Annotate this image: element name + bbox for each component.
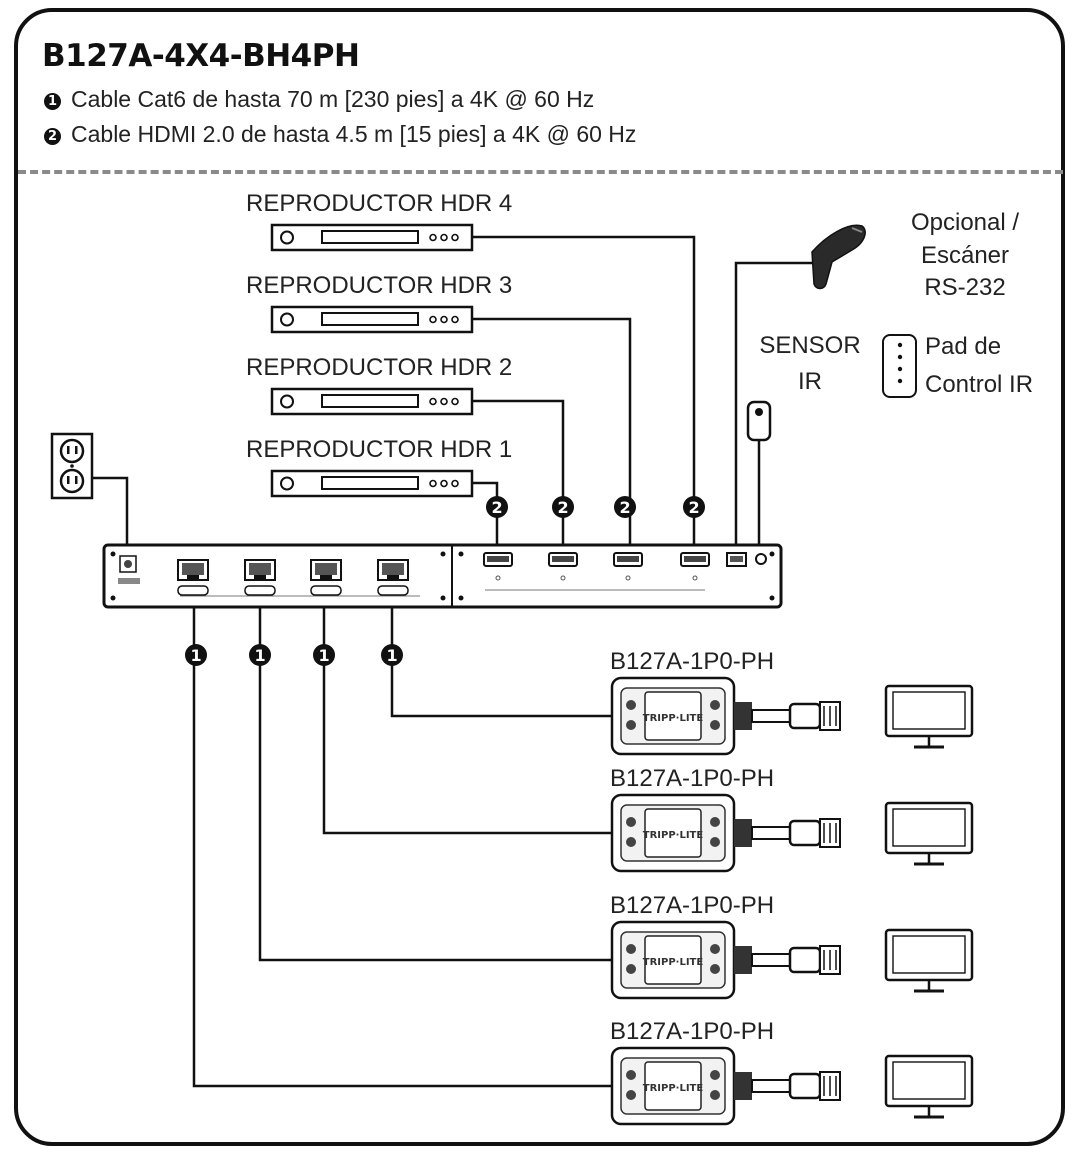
rj45-port-icon bbox=[377, 559, 409, 596]
source-label-4: REPRODUCTOR HDR 4 bbox=[246, 190, 513, 217]
matrix-switch bbox=[102, 543, 783, 609]
rj45-port-icon bbox=[177, 559, 209, 596]
ir-pad-label-line2: Control IR bbox=[925, 371, 1034, 398]
cat6-marker-icon bbox=[185, 644, 207, 666]
cat6-marker-icon bbox=[249, 644, 271, 666]
source-label-3: REPRODUCTOR HDR 3 bbox=[246, 272, 513, 299]
hdr-player-1 bbox=[270, 469, 474, 498]
receiver-unit-2 bbox=[610, 793, 842, 873]
rj45-port-icon bbox=[244, 559, 276, 596]
receiver-label-3: B127A-1P0-PH bbox=[610, 892, 775, 919]
section-divider bbox=[18, 170, 1063, 174]
source-label-1: REPRODUCTOR HDR 1 bbox=[246, 436, 513, 463]
hdr-player-3 bbox=[270, 305, 474, 334]
receiver-unit-1 bbox=[610, 676, 842, 756]
monitor-icon bbox=[884, 928, 974, 993]
cat6-marker-icon bbox=[381, 644, 403, 666]
legend-cat6: 1 Cable Cat6 de hasta 70 m [230 pies] a 4… bbox=[44, 86, 594, 113]
cat6-marker-icon bbox=[313, 644, 335, 666]
monitor-icon bbox=[884, 684, 974, 749]
legend-hdmi-text: Cable HDMI 2.0 de hasta 4.5 m [15 pies] … bbox=[71, 121, 637, 147]
hdmi-marker-icon bbox=[683, 496, 705, 518]
barcode-scanner-icon bbox=[811, 224, 866, 290]
marker-1-icon: 1 bbox=[44, 93, 61, 110]
legend-hdmi: 2 Cable HDMI 2.0 de hasta 4.5 m [15 pies]… bbox=[44, 121, 636, 148]
monitor-icon bbox=[884, 801, 974, 866]
power-cable bbox=[92, 476, 129, 545]
receiver-label-1: B127A-1P0-PH bbox=[610, 648, 775, 675]
power-outlet-icon bbox=[50, 432, 94, 500]
ir-pad-label-line1: Pad de bbox=[925, 333, 1002, 360]
ir-sensor-label-line2: IR bbox=[798, 368, 822, 395]
hdr-player-2 bbox=[270, 387, 474, 416]
receiver-unit-4 bbox=[610, 1046, 842, 1126]
receiver-label-2: B127A-1P0-PH bbox=[610, 765, 775, 792]
receiver-unit-3 bbox=[610, 920, 842, 1000]
marker-2-icon: 2 bbox=[44, 128, 61, 145]
legend-cat6-text: Cable Cat6 de hasta 70 m [230 pies] a 4K… bbox=[71, 86, 595, 112]
hdmi-marker-icon bbox=[614, 496, 636, 518]
hdmi-marker-icon bbox=[552, 496, 574, 518]
receiver-label-4: B127A-1P0-PH bbox=[610, 1018, 775, 1045]
source-label-2: REPRODUCTOR HDR 2 bbox=[246, 354, 513, 381]
scanner-label-line2: Escáner bbox=[920, 242, 1010, 269]
scanner-label-line1: Opcional / bbox=[910, 209, 1020, 236]
cat6-cables bbox=[192, 605, 612, 1088]
ir-control-pad-icon bbox=[882, 334, 917, 398]
hdr-player-4 bbox=[270, 223, 474, 252]
monitor-icon bbox=[884, 1054, 974, 1119]
rs232-cable bbox=[734, 261, 812, 553]
page-title: B127A-4X4-BH4PH bbox=[42, 38, 360, 74]
ir-sensor-icon bbox=[746, 400, 772, 442]
diagram-frame bbox=[14, 8, 1065, 1146]
scanner-label-line3: RS-232 bbox=[924, 274, 1006, 301]
rj45-port-icon bbox=[310, 559, 342, 596]
ir-sensor-label-line1: SENSOR bbox=[759, 332, 861, 359]
hdmi-marker-icon bbox=[486, 496, 508, 518]
